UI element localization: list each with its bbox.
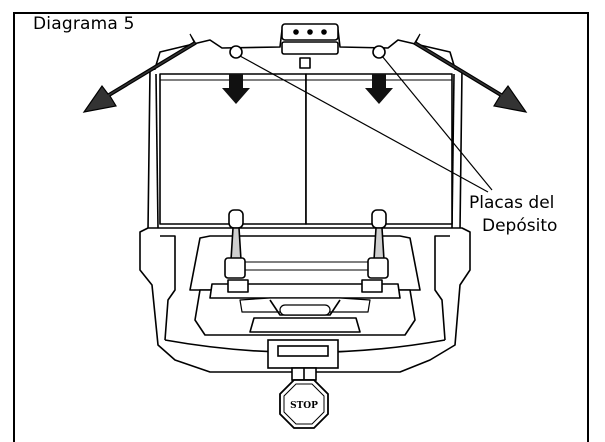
left-down-arrow-icon [222, 74, 250, 104]
machine-front-handle [267, 339, 339, 381]
callout-label-line1: Placas del [469, 193, 555, 213]
callout-label-line2: Depósito [482, 216, 558, 236]
diagram-title: Diagrama 5 [33, 14, 135, 34]
right-outward-arrow-icon [413, 33, 528, 113]
right-down-arrow-icon [365, 74, 393, 104]
machine-top-rim [153, 23, 457, 73]
right-lever [367, 209, 389, 279]
stop-sign-icon: STOP [279, 379, 329, 429]
left-outward-arrow-icon [82, 33, 197, 113]
left-lever [224, 209, 246, 279]
stop-sign-text: STOP [290, 401, 318, 411]
machine-body [147, 69, 463, 231]
callout-leader-lines [239, 55, 493, 193]
